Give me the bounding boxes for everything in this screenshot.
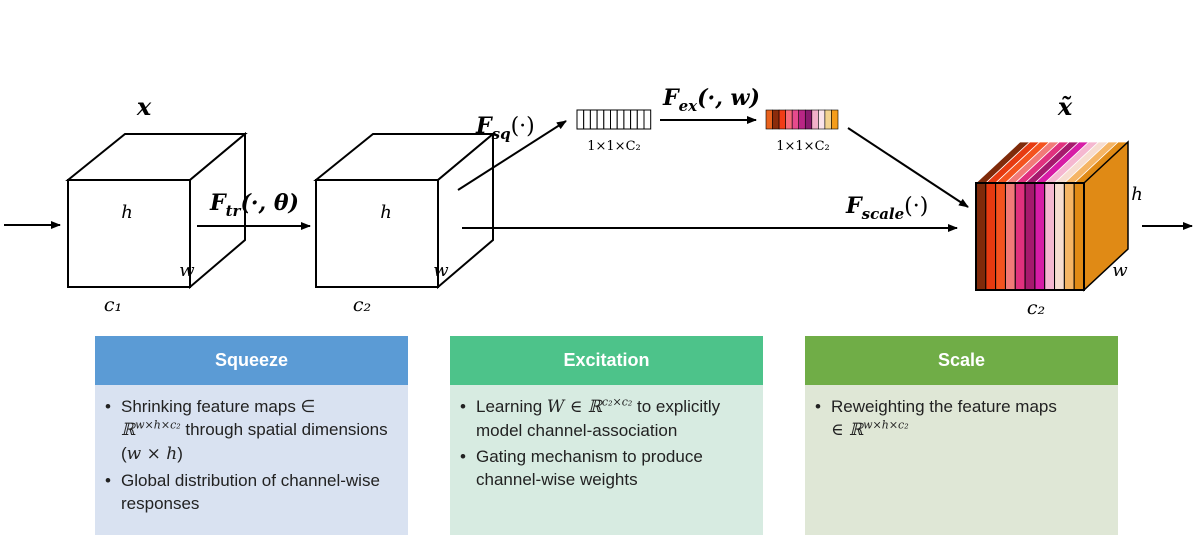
channel-front-stripe	[975, 182, 987, 291]
excitation-panel-title: Excitation	[450, 336, 763, 385]
excitation-weight-cell	[804, 109, 813, 130]
transform-label: Ftr(·, θ)	[209, 190, 299, 220]
scale-panel: Scale • Reweighting the feature maps∈ ℝw…	[805, 336, 1118, 535]
input-label-x: x	[136, 92, 152, 121]
excitation-weight-cell	[831, 109, 839, 130]
excitation-weight-cell	[791, 109, 800, 130]
excitation-bullet-1: • Learning W ∈ ℝc₂×c₂ to explicitly mode…	[460, 395, 721, 440]
excitation-panel-body: • Learning W ∈ ℝc₂×c₂ to explicitly mode…	[450, 385, 763, 535]
channel-front-outline	[975, 182, 1085, 291]
squeeze-panel: Squeeze • Shrinking feature maps ∈ℝw×h×c…	[95, 336, 408, 535]
squeezed-vector-cell	[589, 109, 598, 130]
scale-panel-body: • Reweighting the feature maps∈ ℝw×h×c₂	[805, 385, 1118, 535]
scale-bullet-1: • Reweighting the feature maps∈ ℝw×h×c₂	[815, 397, 1057, 440]
feature-channel-label: c₂	[353, 294, 371, 316]
channel-front-stripe	[1054, 182, 1065, 291]
excitation-weight-cell	[811, 109, 819, 130]
channel-front-stripe	[995, 182, 1006, 291]
input-width-label: w	[179, 260, 195, 281]
output-label-x-tilde: x̃	[1057, 92, 1073, 121]
scale-panel-title: Scale	[805, 336, 1118, 385]
channel-front-stripe	[1063, 182, 1075, 291]
squeezed-vector-cell	[576, 109, 585, 130]
channel-front-stripe	[985, 182, 997, 291]
output-height-label: h	[1131, 184, 1143, 205]
excitation-weight-cell	[772, 109, 780, 130]
excitation-weight-cell	[824, 109, 832, 130]
input-tensor-cube	[65, 131, 248, 290]
channel-front-stripe	[1073, 182, 1085, 291]
squeezed-vector-cell	[603, 109, 611, 130]
excitation-weight-cell	[778, 109, 786, 130]
excitation-weight-cell	[798, 109, 806, 130]
squeezed-vector-cell	[630, 109, 638, 130]
squeeze-arrow	[457, 120, 567, 191]
squeezed-vector-cell	[610, 109, 618, 130]
excitation-weight-cell	[765, 109, 773, 130]
feature-map-cube	[313, 131, 496, 290]
excitation-weight-cell	[785, 109, 793, 130]
squeezed-vector-dims: 1×1×C₂	[587, 139, 641, 154]
channel-front-stripe	[1034, 182, 1046, 291]
scaled-output-cube	[974, 140, 1130, 292]
feature-width-label: w	[433, 260, 449, 281]
excitation-weight-cell	[818, 109, 826, 130]
squeezed-vector-cell	[623, 109, 632, 130]
squeezed-vector	[576, 109, 652, 130]
squeeze-op-label: Fsq(·)	[475, 113, 535, 143]
output-channel-label: c₂	[1027, 297, 1045, 319]
channel-front-stripe	[1044, 182, 1056, 291]
input-channel-label: c₁	[104, 294, 122, 316]
output-width-label: w	[1112, 260, 1128, 281]
excitation-op-label: Fex(·, w)	[662, 85, 760, 115]
squeeze-bullet-1: • Shrinking feature maps ∈ℝw×h×c₂ throug…	[105, 397, 388, 464]
squeeze-panel-title: Squeeze	[95, 336, 408, 385]
channel-front-stripe	[1004, 182, 1016, 291]
squeeze-bullet-2: • Global distribution of channel-wise re…	[105, 471, 380, 513]
input-height-label: h	[121, 202, 133, 223]
channel-front-stripe	[1024, 182, 1036, 291]
excitation-vector-dims: 1×1×C₂	[776, 139, 830, 154]
weights-to-scale-arrow	[847, 127, 969, 208]
squeezed-vector-cell	[596, 109, 605, 130]
excitation-panel: Excitation • Learning W ∈ ℝc₂×c₂ to expl…	[450, 336, 763, 535]
squeezed-vector-cell	[616, 109, 625, 130]
excitation-bullet-2: • Gating mechanism to produce channel-wi…	[460, 447, 703, 489]
squeezed-vector-cell	[643, 109, 652, 130]
excitation-weights-vector	[765, 109, 839, 130]
squeeze-panel-body: • Shrinking feature maps ∈ℝw×h×c₂ throug…	[95, 385, 408, 535]
channel-front-stripe	[1014, 182, 1026, 291]
squeezed-vector-cell	[583, 109, 591, 130]
scale-op-label: Fscale(·)	[845, 193, 928, 223]
squeezed-vector-cell	[636, 109, 645, 130]
feature-height-label: h	[380, 202, 392, 223]
